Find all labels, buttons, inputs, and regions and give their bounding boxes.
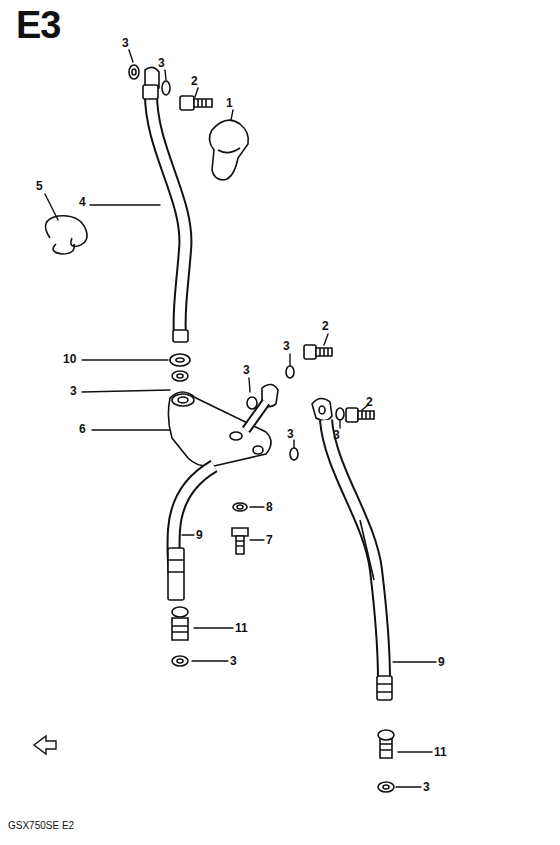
callout-number: 3 <box>333 429 340 441</box>
callout-number: 3 <box>122 37 129 49</box>
callout-number: 9 <box>196 529 203 541</box>
callout-number: 3 <box>230 655 237 667</box>
callout-number: 7 <box>266 534 273 546</box>
callout-number: 3 <box>423 781 430 793</box>
callout-number: 5 <box>36 180 43 192</box>
callout-number: 3 <box>243 364 250 376</box>
callout-number: 11 <box>434 746 447 758</box>
callout-number: 1 <box>226 97 233 109</box>
callout-number: 10 <box>63 353 76 365</box>
callout-number: 2 <box>191 75 198 87</box>
callout-number: 9 <box>438 656 445 668</box>
callout-number: 2 <box>322 320 329 332</box>
callout-number: 2 <box>366 396 373 408</box>
callout-number: 3 <box>287 428 294 440</box>
callout-number: 8 <box>266 501 273 513</box>
callout-number: 11 <box>235 622 248 634</box>
callout-number: 3 <box>283 340 290 352</box>
model-caption: GSX750SE E2 <box>8 821 74 831</box>
page-title: E3 <box>16 6 60 44</box>
callout-number: 6 <box>79 423 86 435</box>
callout-number: 3 <box>158 57 165 69</box>
callout-number: 4 <box>79 196 86 208</box>
callout-number: 3 <box>70 385 77 397</box>
